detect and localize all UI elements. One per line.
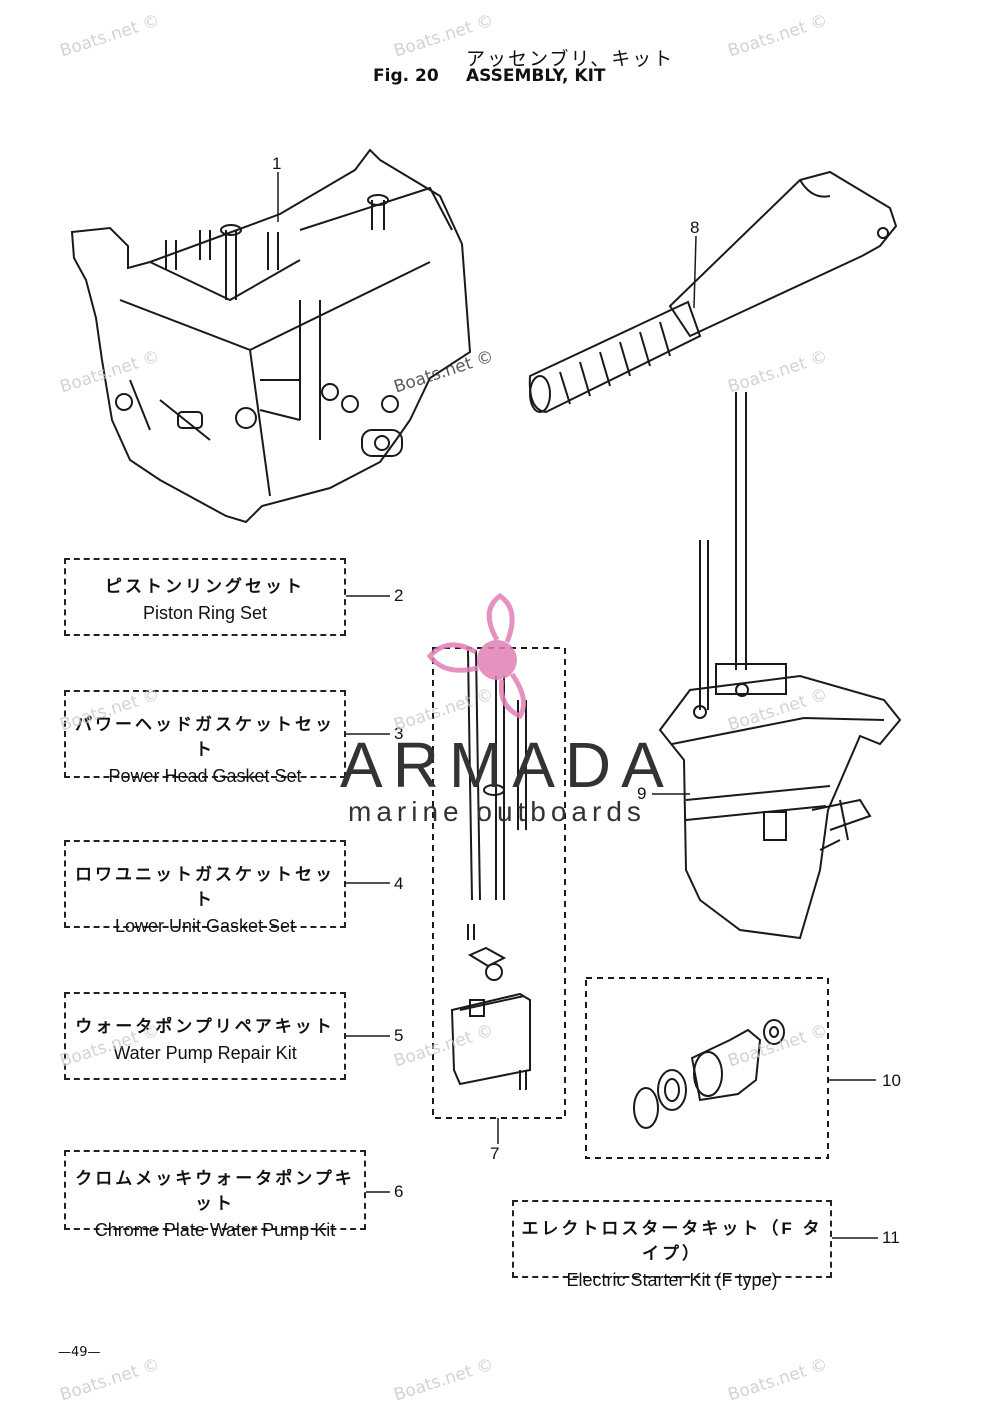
title-english: ASSEMBLY, KIT (466, 66, 606, 86)
kit-name-jp: ウォータポンプリペアキット (75, 1017, 335, 1036)
kit-name-en: Power Head Gasket Set (108, 766, 302, 786)
figure-label: Fig. 20 (373, 66, 439, 86)
kit-box-water-pump-repair: ウォータポンプリペアキット Water Pump Repair Kit (64, 992, 346, 1080)
kit-box-lower-unit-gasket: ロワユニットガスケットセット Lower Unit Gasket Set (64, 840, 346, 936)
kit-name-en: Lower Unit Gasket Set (114, 916, 296, 936)
part-number-6: 6 (394, 1182, 404, 1201)
kit-name-jp: ピストンリングセット (105, 577, 305, 596)
starter-kit-frame (585, 977, 829, 1159)
part-number-5: 5 (394, 1026, 404, 1045)
title-japanese: アッセンブリ、キット (466, 48, 675, 70)
kit-name-jp: エレクトロスタータキット（F タイプ） (521, 1219, 823, 1263)
kit-name-en: Water Pump Repair Kit (113, 1043, 297, 1063)
kit-name-en: Chrome Plate Water Pump Kit (94, 1220, 336, 1240)
part-number-2: 2 (394, 586, 404, 605)
part-number-4: 4 (394, 874, 404, 893)
page-number: —49— (58, 1345, 101, 1360)
part-number-11: 11 (882, 1228, 900, 1247)
part-number-1: 1 (272, 154, 282, 173)
part-number-10: 10 (882, 1071, 901, 1090)
kit-box-electric-starter: エレクトロスタータキット（F タイプ） Electric Starter Kit… (512, 1200, 832, 1290)
power-head-drawing (70, 148, 472, 524)
kit-name-jp: ロワユニットガスケットセット (75, 865, 335, 909)
part-number-9: 9 (637, 784, 647, 803)
armada-logo-text: ARMADA (340, 729, 674, 801)
armada-propeller-logo (426, 592, 527, 720)
kit-name-en: Electric Starter Kit (F type) (566, 1270, 778, 1290)
kit-box-piston-ring: ピストンリングセット Piston Ring Set (64, 558, 346, 636)
water-pump-drawing (450, 649, 531, 1090)
kit-box-chrome-plate-pump: クロムメッキウォータポンプキット Chrome Plate Water Pump… (64, 1150, 366, 1240)
tiller-handle-drawing (528, 170, 898, 414)
starter-kit-drawing (633, 1019, 785, 1129)
part-number-7: 7 (490, 1144, 500, 1163)
part-number-8: 8 (690, 218, 700, 237)
lower-unit-drawing (658, 392, 902, 940)
kit-box-power-head-gasket: パワーヘッドガスケットセット Power Head Gasket Set (64, 690, 346, 786)
part-number-3: 3 (394, 724, 404, 743)
armada-logo-subtitle: marine outboards (348, 796, 646, 827)
kit-name-en: Piston Ring Set (142, 603, 268, 623)
kit-name-jp: パワーヘッドガスケットセット (75, 715, 335, 759)
kit-name-jp: クロムメッキウォータポンプキット (75, 1169, 355, 1213)
